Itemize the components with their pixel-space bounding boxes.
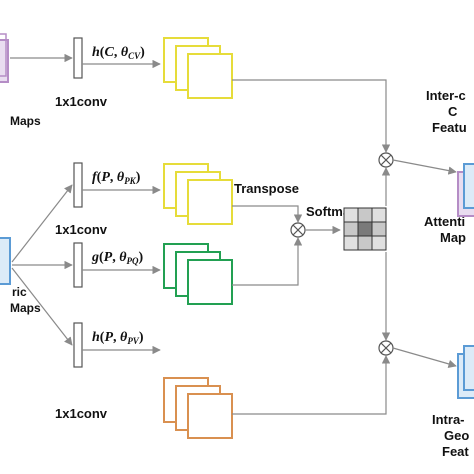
arrow-to-intra-output (392, 347, 457, 368)
arrow-cv-to-inter-multiply (232, 79, 391, 153)
conv-bar-cv (73, 37, 83, 79)
feature-stack-cv (163, 37, 233, 99)
arrow-input-to-conv-pk (11, 184, 73, 263)
input-feature-maps-c (0, 33, 9, 83)
feature-stack-pq (163, 243, 233, 305)
label-attention-b: Map (440, 230, 466, 245)
attention-map-grid (343, 207, 387, 251)
conv-bar-pv (73, 322, 83, 368)
formula-h-cv: h(C, θCV) (92, 45, 145, 61)
input-feature-maps-p (0, 237, 11, 285)
formula-f-pk: f(P, θPK) (92, 170, 141, 186)
formula-g-pq: g(P, θPQ) (91, 250, 144, 266)
output-intra-feature-maps (457, 345, 474, 399)
label-maps-mid-b: Maps (10, 301, 41, 315)
arrow-to-inter-output (392, 159, 457, 175)
arrow-pk-to-multiply (232, 205, 303, 223)
label-transpose: Transpose (234, 181, 299, 196)
label-conv-pv: 1x1conv (55, 406, 108, 421)
label-inter-a: Inter-c (426, 88, 466, 103)
conv-bar-pk (73, 162, 83, 208)
conv-bar-pq (73, 242, 83, 288)
output-inter-feature-maps (457, 163, 474, 217)
feature-stack-pv (163, 377, 233, 439)
label-inter-c: Featu (432, 120, 467, 135)
formula-h-pv: h(P, θPV) (92, 330, 144, 346)
label-conv-top: 1x1conv (55, 94, 108, 109)
arrow-pq-to-multiply (232, 237, 303, 286)
label-attention-a: Attenti (424, 214, 465, 229)
label-conv-pk: 1x1conv (55, 222, 108, 237)
label-intra-c: Feat (442, 444, 469, 459)
arrow-pv-to-intra-multiply (232, 355, 391, 415)
label-inter-b: C (448, 104, 458, 119)
label-maps-top: Maps (10, 114, 41, 128)
feature-stack-pk (163, 163, 233, 225)
multiply-node-inter (378, 152, 394, 168)
label-intra-a: Intra- (432, 412, 465, 427)
multiply-node-pkpq (290, 222, 306, 238)
label-intra-b: Geo (444, 428, 469, 443)
label-maps-mid-a: ric (12, 285, 27, 299)
multiply-node-intra (378, 340, 394, 356)
arrow-input-to-conv-pv (11, 267, 73, 346)
